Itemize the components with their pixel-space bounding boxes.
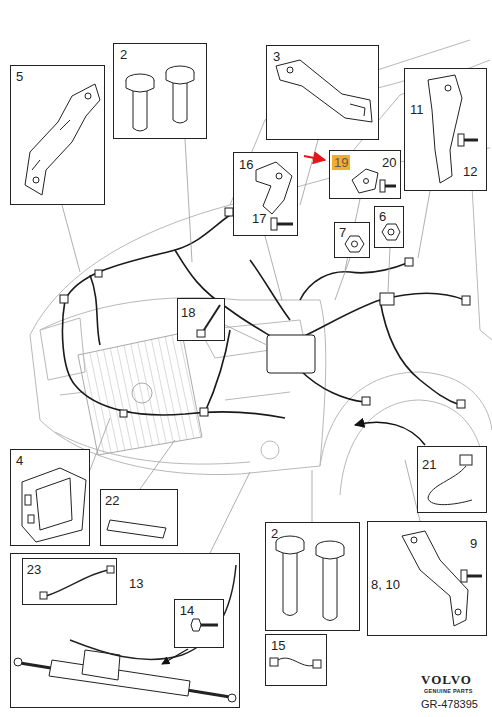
brand-logo: VOLVO [421, 672, 472, 688]
callout-number: 2 [120, 47, 127, 62]
callout-number: 9 [470, 536, 477, 551]
inset-box: 14 [174, 599, 224, 648]
highlight-arrow [304, 156, 325, 160]
callout-number: 3 [273, 49, 280, 64]
grille-emblem [132, 383, 152, 403]
inset-box: 1920 [329, 150, 401, 199]
location-arrow [355, 422, 425, 445]
callout-number: 21 [422, 457, 436, 472]
callout-number: 12 [463, 164, 477, 179]
callout-number: 22 [105, 493, 119, 508]
callout-number: 20 [382, 155, 396, 170]
harness-connectors [60, 208, 470, 417]
inset-box: 9 8, 10 [367, 521, 487, 636]
part-drawings [14, 60, 482, 702]
callout-number: 2 [271, 526, 278, 541]
callout-number: 11 [410, 102, 424, 117]
inset-ground [22, 558, 117, 605]
grille [78, 333, 202, 455]
callout-number: 17 [252, 211, 266, 226]
inset-box: 2 [113, 43, 207, 139]
wiring-harness [62, 215, 465, 418]
callout-number: 19 [332, 155, 350, 170]
callout-number: 4 [16, 453, 23, 468]
callout-number: 16 [239, 157, 253, 172]
drawing-number: GR-478395 [421, 698, 478, 710]
inset-box: 7 [334, 222, 370, 258]
inset-box: 2 [265, 522, 360, 631]
callout-number: 18 [181, 305, 195, 320]
inset-box: 1617 [233, 152, 298, 236]
leader-lines [62, 139, 430, 553]
inset-box: 18 [177, 298, 225, 341]
inset-box: 6 [374, 206, 404, 248]
brand-tagline: GENUINE PARTS [424, 688, 473, 694]
callout-number: 15 [271, 638, 285, 653]
part-drawings [40, 566, 321, 668]
pointer-arrow [162, 649, 188, 664]
callout-number: 7 [339, 225, 346, 240]
inset-ground [174, 599, 224, 648]
inset-box: 11 12 [404, 68, 487, 191]
inset-box: 21 [417, 446, 487, 513]
callout-number: 14 [180, 603, 194, 618]
inset-box: 15 [265, 634, 327, 686]
inset-box: 4 [10, 449, 90, 546]
callout-number: 5 [16, 69, 23, 84]
inset-box: 13 23 14 [10, 553, 240, 708]
inset-box: 23 [22, 558, 117, 605]
inset-grounds [10, 43, 487, 708]
inset-box: 22 [100, 489, 178, 546]
callout-number: 6 [379, 209, 386, 224]
callout-number: 23 [27, 562, 41, 577]
inset-box: 5 [10, 65, 105, 205]
callout-number: 13 [129, 576, 143, 591]
callout-number: 8, 10 [371, 577, 400, 592]
inset-box: 3 [266, 45, 379, 140]
